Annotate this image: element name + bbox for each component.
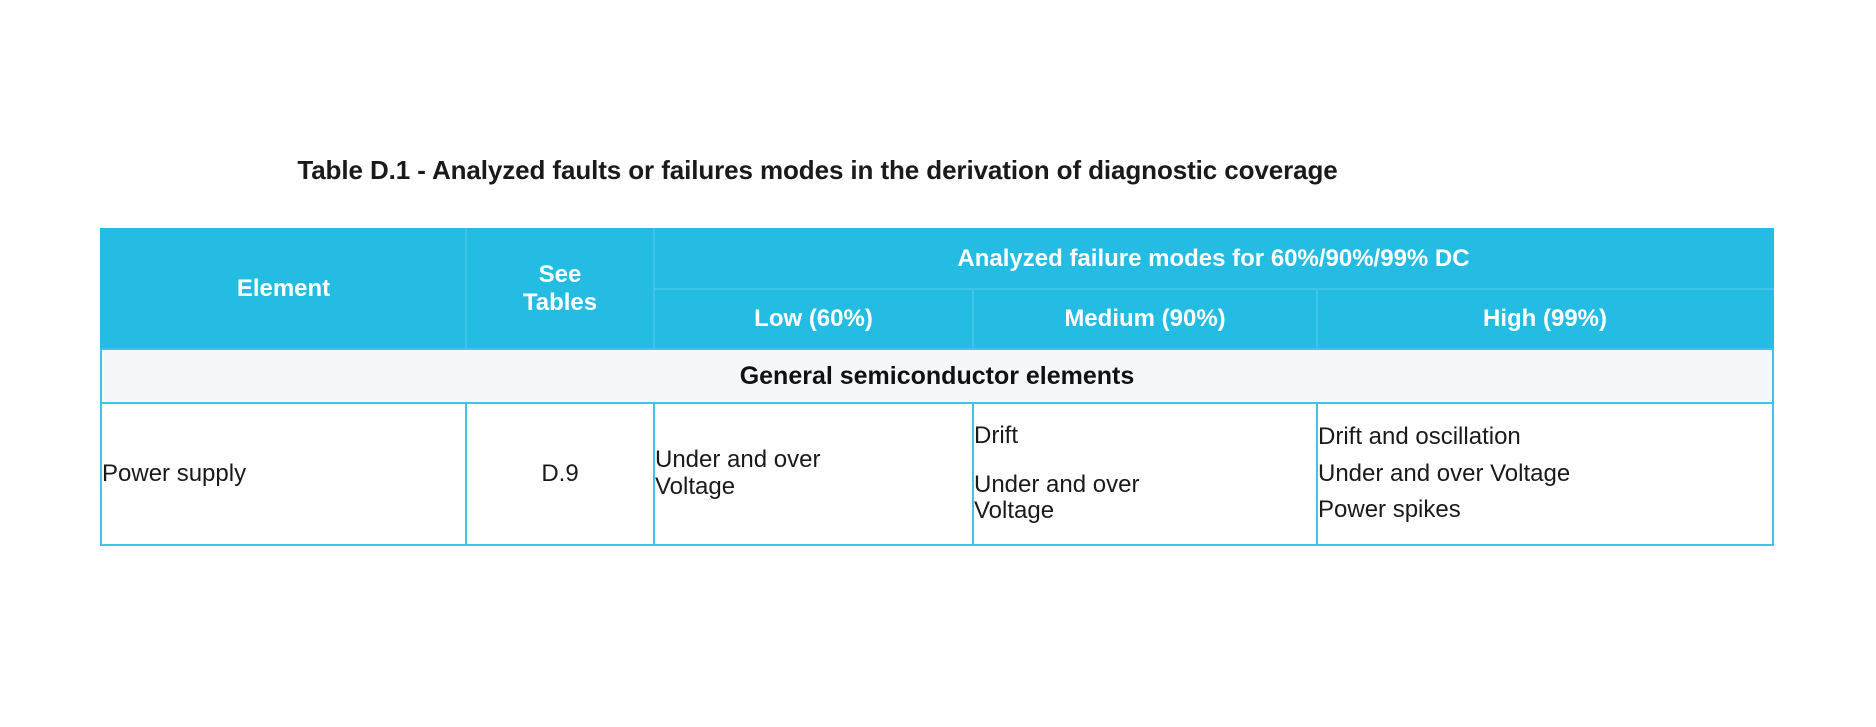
column-header-analyzed-failure-modes-group: Analyzed failure modes for 60%/90%/99% D… [652, 228, 1775, 290]
failure-mode-item: Under and over Voltage [974, 470, 1316, 526]
failure-mode-item: Under and over Voltage [1318, 459, 1571, 487]
see-tables-line-2: Tables [522, 289, 598, 316]
failure-mode-line: Voltage [974, 497, 1055, 525]
table-header-row-2: Low (60%) Medium (90%) High (99%) [101, 288, 1775, 350]
page-title: Table D.1 - Analyzed faults or failures … [297, 155, 1338, 185]
failure-mode-item: Under and over Voltage [655, 446, 972, 501]
failure-mode-item: Drift [974, 421, 1316, 450]
cell-low-failure-modes: Under and over Voltage [653, 402, 974, 546]
column-header-low: Low (60%) [653, 288, 974, 350]
column-header-element: Element [100, 228, 467, 350]
table-header: Element See Tables Analyzed failure mode… [100, 228, 1775, 350]
section-heading-general-semiconductor-elements: General semiconductor elements [99, 348, 1775, 404]
analyzed-failure-modes-table: Element See Tables Analyzed failure mode… [99, 228, 1775, 546]
see-tables-line-1: See [538, 260, 582, 288]
cell-high-failure-modes: Drift and oscillation Under and over Vol… [1315, 402, 1775, 546]
failure-mode-line: Under and over [974, 470, 1140, 498]
failure-mode-item: Power spikes [1318, 496, 1461, 524]
failure-mode-line: Voltage [655, 473, 736, 500]
table-body: General semiconductor elements Power sup… [99, 348, 1775, 546]
column-header-see-tables: See Tables [465, 228, 655, 350]
column-header-high: High (99%) [1315, 288, 1775, 350]
cell-element-power-supply: Power supply [100, 402, 467, 546]
cell-see-tables-d9: D.9 [465, 402, 655, 546]
column-header-medium: Medium (90%) [972, 288, 1318, 350]
table-header-row-1: Element See Tables Analyzed failure mode… [100, 228, 1775, 350]
failure-mode-line: Under and over [655, 446, 821, 474]
failure-mode-line: Drift [974, 421, 1018, 449]
cell-medium-failure-modes: Drift Under and over Voltage [972, 402, 1318, 546]
failure-mode-item: Drift and oscillation [1318, 422, 1521, 450]
section-heading-row: General semiconductor elements [99, 348, 1775, 404]
table-row: Power supply D.9 Under and over Voltage … [100, 402, 1775, 546]
